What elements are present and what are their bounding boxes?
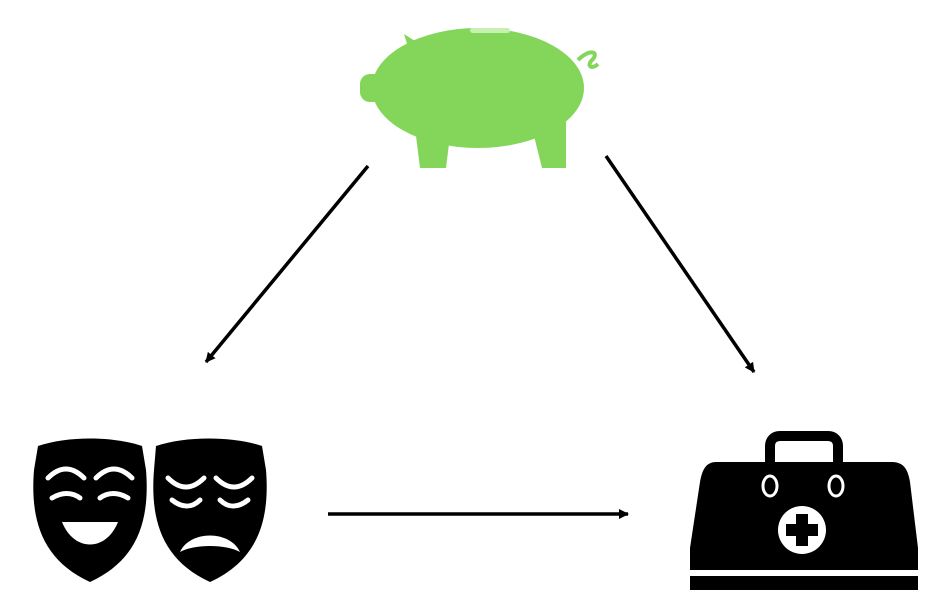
theater-masks-icon — [33, 438, 267, 582]
medical-bag-icon — [690, 431, 918, 590]
piggy-bank-icon — [360, 28, 600, 168]
edge-money-to-theater — [204, 164, 370, 364]
edge-money-to-medical — [604, 155, 756, 373]
